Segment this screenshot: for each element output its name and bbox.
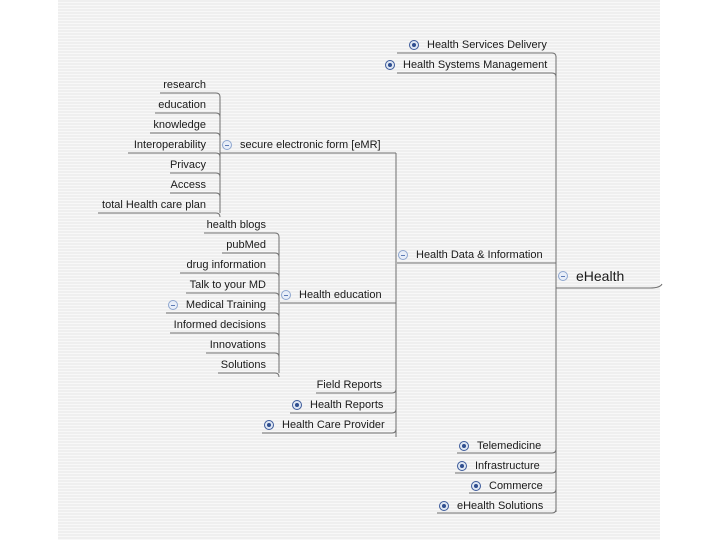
root-branch (455, 468, 557, 474)
node-drug-information[interactable]: drug information (150, 258, 267, 272)
expand-toggle-icon[interactable] (459, 441, 469, 452)
node-label: pubMed (226, 239, 266, 252)
node-label: Innovations (209, 339, 266, 352)
health-education-child-connector (186, 292, 280, 298)
node-label: secure electronic form [eMR] (240, 139, 381, 152)
node-label: Talk to your MD (189, 279, 266, 292)
expand-toggle-icon[interactable] (292, 400, 302, 411)
collapse-toggle-icon[interactable] (558, 271, 568, 282)
health-data-branch (262, 428, 397, 434)
expand-toggle-icon[interactable] (471, 481, 481, 492)
emr-child-connector (155, 112, 221, 118)
node-informed-decisions[interactable]: Informed decisions (150, 318, 266, 332)
health-education-child-connector (206, 352, 280, 358)
node-interoperability[interactable]: Interoperability (110, 138, 206, 152)
node-commerce[interactable]: Commerce (471, 479, 543, 493)
root-branch (457, 448, 557, 454)
collapse-toggle-icon[interactable] (281, 290, 291, 301)
node-label: Health Services Delivery (427, 39, 547, 52)
node-ehealth-solutions[interactable]: eHealth Solutions (439, 499, 543, 513)
node-label: eHealth Solutions (457, 500, 544, 513)
node-telemedicine[interactable]: Telemedicine (459, 439, 541, 453)
collapse-toggle-icon[interactable] (398, 250, 408, 261)
node-secure-electronic-form[interactable]: secure electronic form [eMR] (222, 138, 381, 152)
node-knowledge[interactable]: knowledge (110, 118, 206, 132)
node-innovations[interactable]: Innovations (150, 338, 266, 352)
emr-child-connector (170, 172, 221, 178)
node-health-systems-management[interactable]: Health Systems Management (385, 58, 547, 72)
node-research[interactable]: research (110, 78, 206, 92)
node-label: Medical Training (185, 299, 266, 312)
node-label: Solutions (220, 359, 266, 372)
emr-child-connector (128, 152, 221, 158)
collapse-toggle-icon[interactable] (222, 140, 232, 151)
node-label: Health Systems Management (403, 59, 548, 72)
node-pubmed[interactable]: pubMed (150, 238, 266, 252)
collapse-toggle-icon[interactable] (167, 300, 178, 311)
node-field-reports[interactable]: Field Reports (290, 378, 382, 392)
node-privacy[interactable]: Privacy (110, 158, 206, 172)
root-branch (397, 72, 557, 78)
node-label: Health Data & Information (416, 249, 543, 262)
health-education-child-connector (222, 252, 280, 258)
node-talk-to-your-md[interactable]: Talk to your MD (150, 278, 266, 292)
expand-toggle-icon[interactable] (409, 40, 419, 51)
node-label: Commerce (489, 480, 543, 493)
node-label: research (163, 79, 206, 92)
emr-child-connector (150, 132, 221, 138)
health-data-branch (290, 408, 397, 414)
emr-child-connector (170, 192, 221, 198)
node-health-services-delivery[interactable]: Health Services Delivery (409, 38, 547, 52)
node-label: Access (170, 179, 206, 192)
node-health-care-provider[interactable]: Health Care Provider (264, 418, 385, 432)
expand-toggle-icon[interactable] (439, 501, 449, 512)
root-node[interactable]: eHealth (558, 268, 624, 283)
node-total-health-care-plan[interactable]: total Health care plan (80, 198, 206, 212)
node-health-reports[interactable]: Health Reports (292, 398, 383, 412)
root-branch (437, 508, 557, 514)
expand-toggle-icon[interactable] (264, 420, 274, 431)
mindmap-canvas (58, 0, 660, 540)
emr-child-connector (160, 92, 221, 98)
node-education[interactable]: education (110, 98, 206, 112)
root-branch (397, 52, 557, 58)
node-label: Health Care Provider (282, 419, 385, 432)
node-health-education[interactable]: Health education (281, 288, 382, 302)
health-education-child-connector (204, 232, 280, 238)
node-label: Health Reports (310, 399, 384, 412)
node-access[interactable]: Access (110, 178, 206, 192)
node-label: Privacy (169, 159, 206, 172)
node-label: Health education (299, 289, 382, 302)
health-education-child-connector (166, 312, 280, 318)
node-label: Field Reports (316, 379, 382, 392)
node-infrastructure[interactable]: Infrastructure (457, 459, 540, 473)
emr-child-connector (98, 212, 221, 218)
root-branch (556, 283, 663, 289)
node-health-blogs[interactable]: health blogs (150, 218, 266, 232)
node-label: Interoperability (133, 139, 206, 152)
node-medical-training[interactable]: Medical Training (150, 298, 266, 312)
health-education-child-connector (170, 332, 280, 338)
expand-toggle-icon[interactable] (457, 461, 467, 472)
root-label: eHealth (576, 268, 625, 285)
root-branch (469, 488, 557, 494)
node-label: health blogs (206, 219, 266, 232)
expand-toggle-icon[interactable] (385, 60, 395, 71)
node-health-data-information[interactable]: Health Data & Information (398, 248, 543, 262)
node-solutions[interactable]: Solutions (150, 358, 266, 372)
health-education-child-connector (218, 372, 280, 378)
node-label: Telemedicine (477, 440, 542, 453)
node-label: Informed decisions (173, 319, 266, 332)
health-education-child-connector (180, 272, 280, 278)
node-label: knowledge (153, 119, 206, 132)
node-label: Infrastructure (475, 460, 540, 473)
health-data-branch (316, 388, 397, 394)
node-label: drug information (186, 259, 267, 272)
node-label: total Health care plan (102, 199, 206, 212)
node-label: education (158, 99, 206, 112)
